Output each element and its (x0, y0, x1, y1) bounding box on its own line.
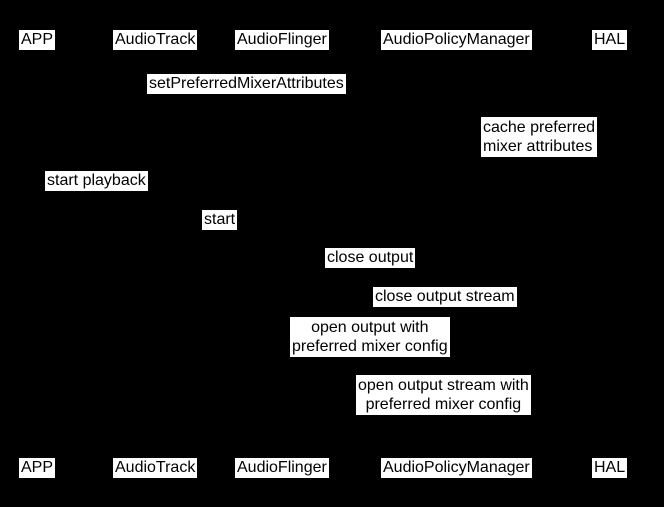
participant-bottom-app: APP (19, 458, 56, 478)
participant-top-hal: HAL (592, 30, 628, 50)
message-set-preferred-mixer-attributes: setPreferredMixerAttributes (147, 74, 346, 94)
message-line: cache preferred (483, 119, 596, 136)
message-start-playback: start playback (45, 171, 148, 191)
participant-bottom-audiotrack: AudioTrack (113, 458, 198, 478)
message-line: mixer attributes (483, 138, 593, 155)
participant-bottom-audioflinger: AudioFlinger (235, 458, 329, 478)
message-line: preferred mixer config (292, 338, 448, 355)
participant-top-app: APP (19, 30, 56, 50)
participant-top-audiotrack: AudioTrack (113, 30, 198, 50)
participant-top-audiopolicymanager: AudioPolicyManager (381, 30, 532, 50)
participant-bottom-hal: HAL (592, 458, 628, 478)
message-open-output-with-preferred-mixer-config: open output with preferred mixer config (290, 317, 450, 357)
message-cache-preferred-mixer-attributes: cache preferred mixer attributes (481, 117, 598, 157)
participant-bottom-audiopolicymanager: AudioPolicyManager (381, 458, 532, 478)
message-close-output: close output (325, 248, 416, 268)
message-start: start (202, 210, 238, 230)
message-open-output-stream-with-preferred-mixer-config: open output stream with preferred mixer … (356, 375, 531, 415)
message-line: open output stream with (358, 377, 529, 394)
message-line: open output with (311, 319, 429, 336)
message-line: preferred mixer config (365, 396, 522, 413)
message-close-output-stream: close output stream (373, 287, 517, 307)
participant-top-audioflinger: AudioFlinger (235, 30, 329, 50)
